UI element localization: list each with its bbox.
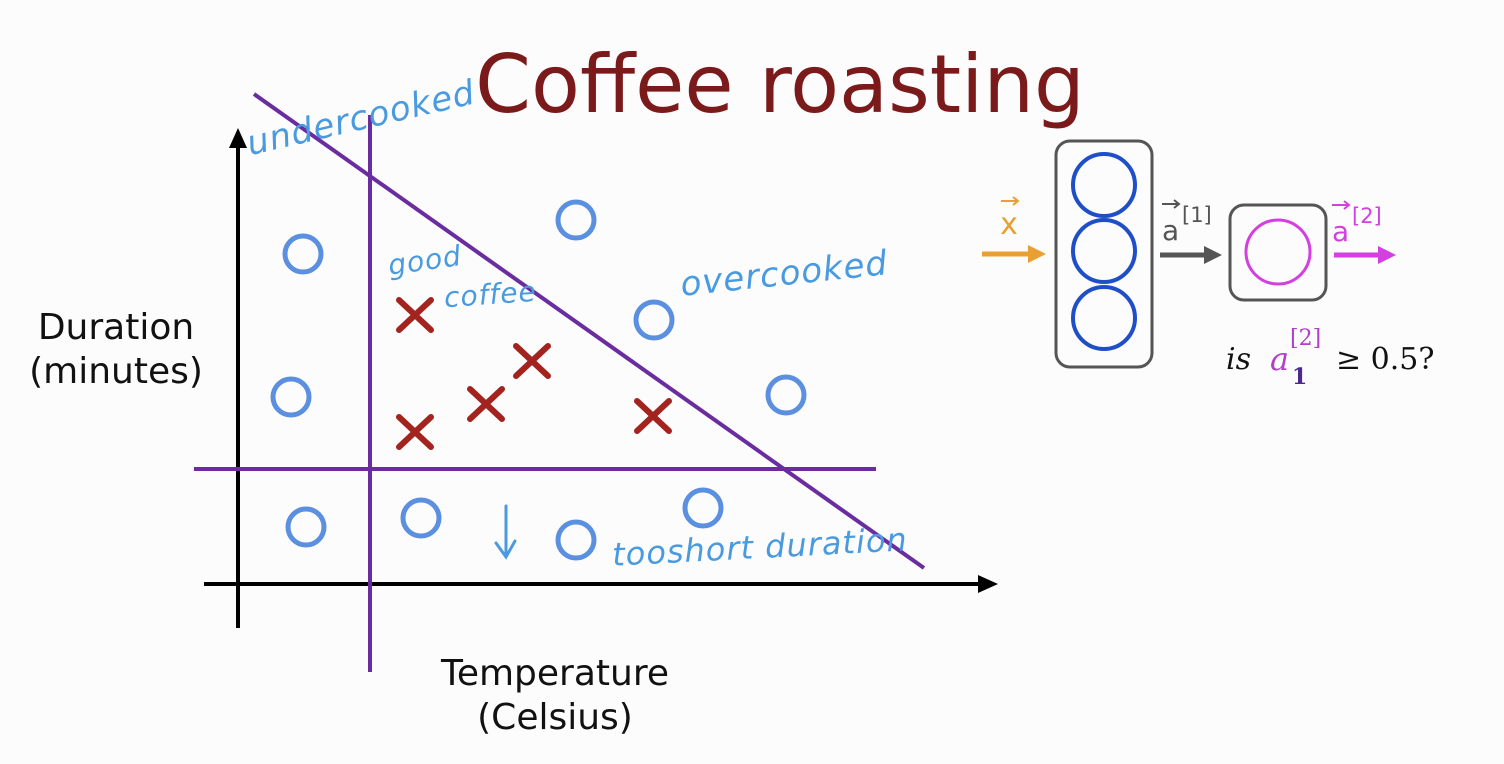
good-coffee-point: [513, 343, 551, 379]
bad-roast-point: [285, 506, 327, 548]
output-label: a: [1332, 215, 1349, 248]
output-unit: [1244, 218, 1312, 286]
bad-roast-point: [400, 497, 442, 539]
input-arrowhead: [1028, 245, 1046, 263]
good-coffee-point: [634, 398, 672, 434]
output-superscript: [2]: [1352, 204, 1382, 228]
good-coffee-point: [396, 297, 434, 333]
input-label: x: [1000, 207, 1018, 242]
question-suffix: ≥ 0.5?: [1336, 342, 1435, 377]
bad-roast-point: [555, 519, 597, 561]
input-vector-arrow-icon: [1001, 196, 1020, 206]
y-axis-label-line1: Duration: [37, 307, 195, 348]
hidden-vector-arrow-icon: [1162, 199, 1181, 209]
boundary-diagonal: [252, 92, 926, 570]
question-prefix: is: [1226, 342, 1251, 377]
x-axis-label-line2: (Celsius): [477, 697, 633, 738]
question-variable: a: [1270, 340, 1290, 378]
question-subscript: 1: [1292, 364, 1308, 390]
bad-roast-point: [682, 487, 724, 529]
hidden-output-arrowhead: [1204, 246, 1222, 264]
x-axis-label-line1: Temperature: [440, 653, 670, 694]
bad-roast-points: [270, 199, 807, 561]
y-axis-label-line2: (minutes): [29, 351, 203, 392]
hidden-unit: [1071, 285, 1137, 351]
bad-roast-point: [282, 233, 324, 275]
hidden-unit: [1071, 152, 1137, 218]
good-coffee-point: [467, 386, 505, 422]
down-arrow-annotation: [494, 504, 517, 560]
output-arrowhead: [1378, 246, 1396, 264]
x-axis-label: Temperature (Celsius): [405, 652, 705, 740]
bad-roast-point: [555, 199, 597, 241]
slide-title: Coffee roasting: [475, 38, 1085, 131]
hidden-output-label: a: [1162, 214, 1179, 247]
bad-roast-point: [765, 374, 807, 416]
hidden-output-superscript: [1]: [1182, 203, 1212, 227]
good-coffee-point: [396, 414, 434, 450]
x-axis-arrowhead: [978, 575, 998, 593]
good-coffee-points: [396, 297, 672, 450]
bad-roast-point: [270, 376, 312, 418]
hidden-layer-box: [1054, 139, 1154, 369]
question-superscript: [2]: [1290, 326, 1322, 351]
y-axis-label: Duration (minutes): [6, 306, 226, 394]
output-layer-box: [1228, 203, 1328, 302]
bad-roast-point: [633, 299, 675, 341]
output-vector-arrow-icon: [1332, 200, 1351, 210]
hidden-unit: [1071, 218, 1137, 284]
y-axis-arrowhead: [229, 128, 247, 148]
